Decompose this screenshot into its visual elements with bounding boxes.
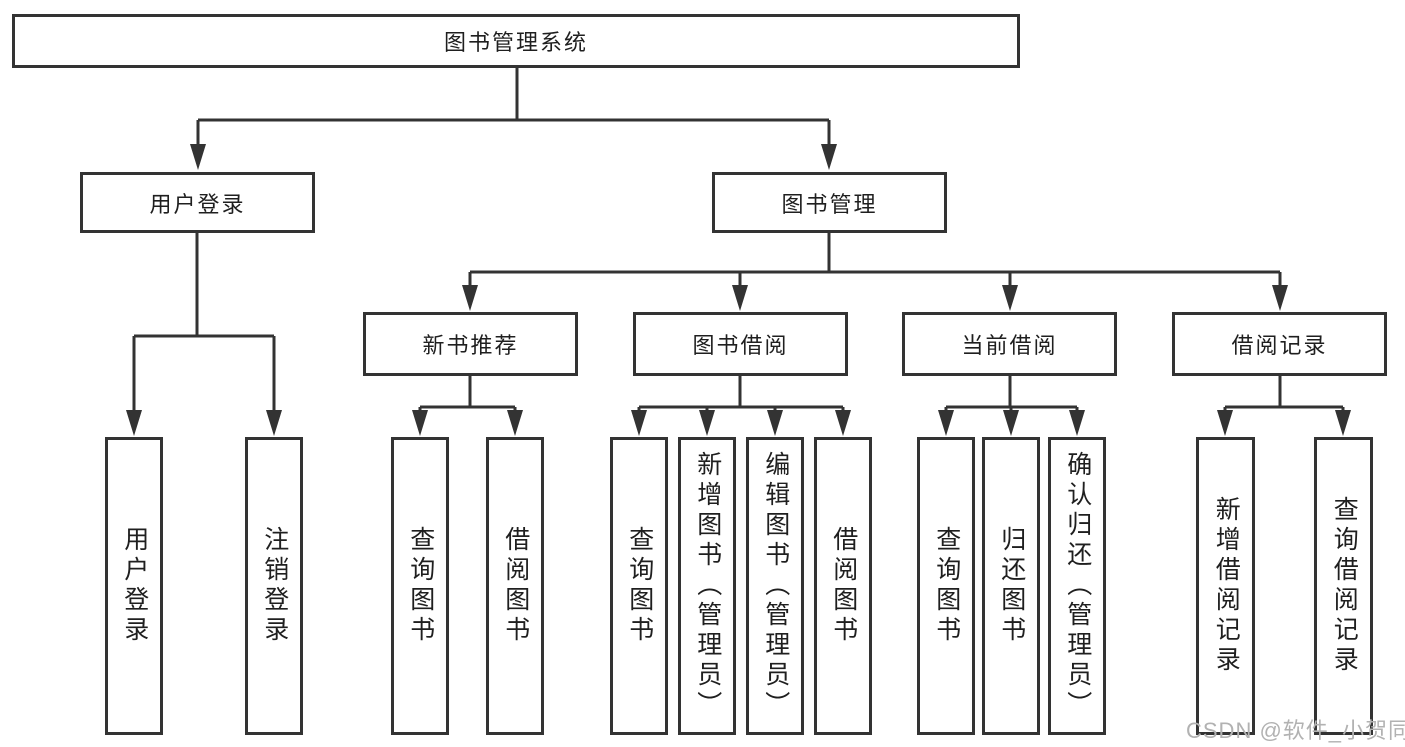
node-leaf-query-books-current: 查询图书 [917, 437, 975, 735]
node-leaf-query-books-borrowing: 查询图书 [610, 437, 668, 735]
node-label: 编辑图书（管理员） [761, 451, 790, 721]
node-label: 用户登录 [120, 526, 149, 646]
arrowheads [126, 144, 1351, 436]
node-book-borrowing: 图书借阅 [633, 312, 848, 376]
node-leaf-edit-books-admin: 编辑图书（管理员） [746, 437, 804, 735]
node-label: 查询借阅记录 [1330, 496, 1359, 676]
node-label: 查询图书 [406, 526, 435, 646]
node-current-borrowing: 当前借阅 [902, 312, 1117, 376]
node-leaf-add-borrow-record: 新增借阅记录 [1196, 437, 1255, 735]
node-leaf-logout: 注销登录 [245, 437, 303, 735]
node-leaf-borrow-books: 借阅图书 [814, 437, 872, 735]
node-new-book-recommend: 新书推荐 [363, 312, 578, 376]
node-leaf-add-books-admin: 新增图书（管理员） [678, 437, 736, 735]
node-leaf-user-login: 用户登录 [105, 437, 163, 735]
node-label: 注销登录 [260, 526, 289, 646]
node-label: 归还图书 [997, 526, 1026, 646]
node-leaf-query-borrow-record: 查询借阅记录 [1314, 437, 1373, 735]
node-label: 借阅图书 [501, 526, 530, 646]
node-label: 查询图书 [625, 526, 654, 646]
node-label: 借阅图书 [829, 526, 858, 646]
node-leaf-borrow-books-recommend: 借阅图书 [486, 437, 544, 735]
node-leaf-query-books-recommend: 查询图书 [391, 437, 449, 735]
node-borrow-records: 借阅记录 [1172, 312, 1387, 376]
node-label: 确认归还（管理员） [1063, 451, 1092, 721]
node-label: 新增借阅记录 [1212, 496, 1241, 676]
node-user-login-branch: 用户登录 [80, 172, 315, 233]
csdn-watermark: CSDN @软件_小贺同学 [1186, 718, 1405, 743]
node-leaf-return-books: 归还图书 [982, 437, 1040, 735]
node-root-system: 图书管理系统 [12, 14, 1020, 68]
node-book-management-branch: 图书管理 [712, 172, 947, 233]
node-label: 查询图书 [932, 526, 961, 646]
node-leaf-confirm-return-admin: 确认归还（管理员） [1048, 437, 1106, 735]
node-label: 新增图书（管理员） [693, 451, 722, 721]
